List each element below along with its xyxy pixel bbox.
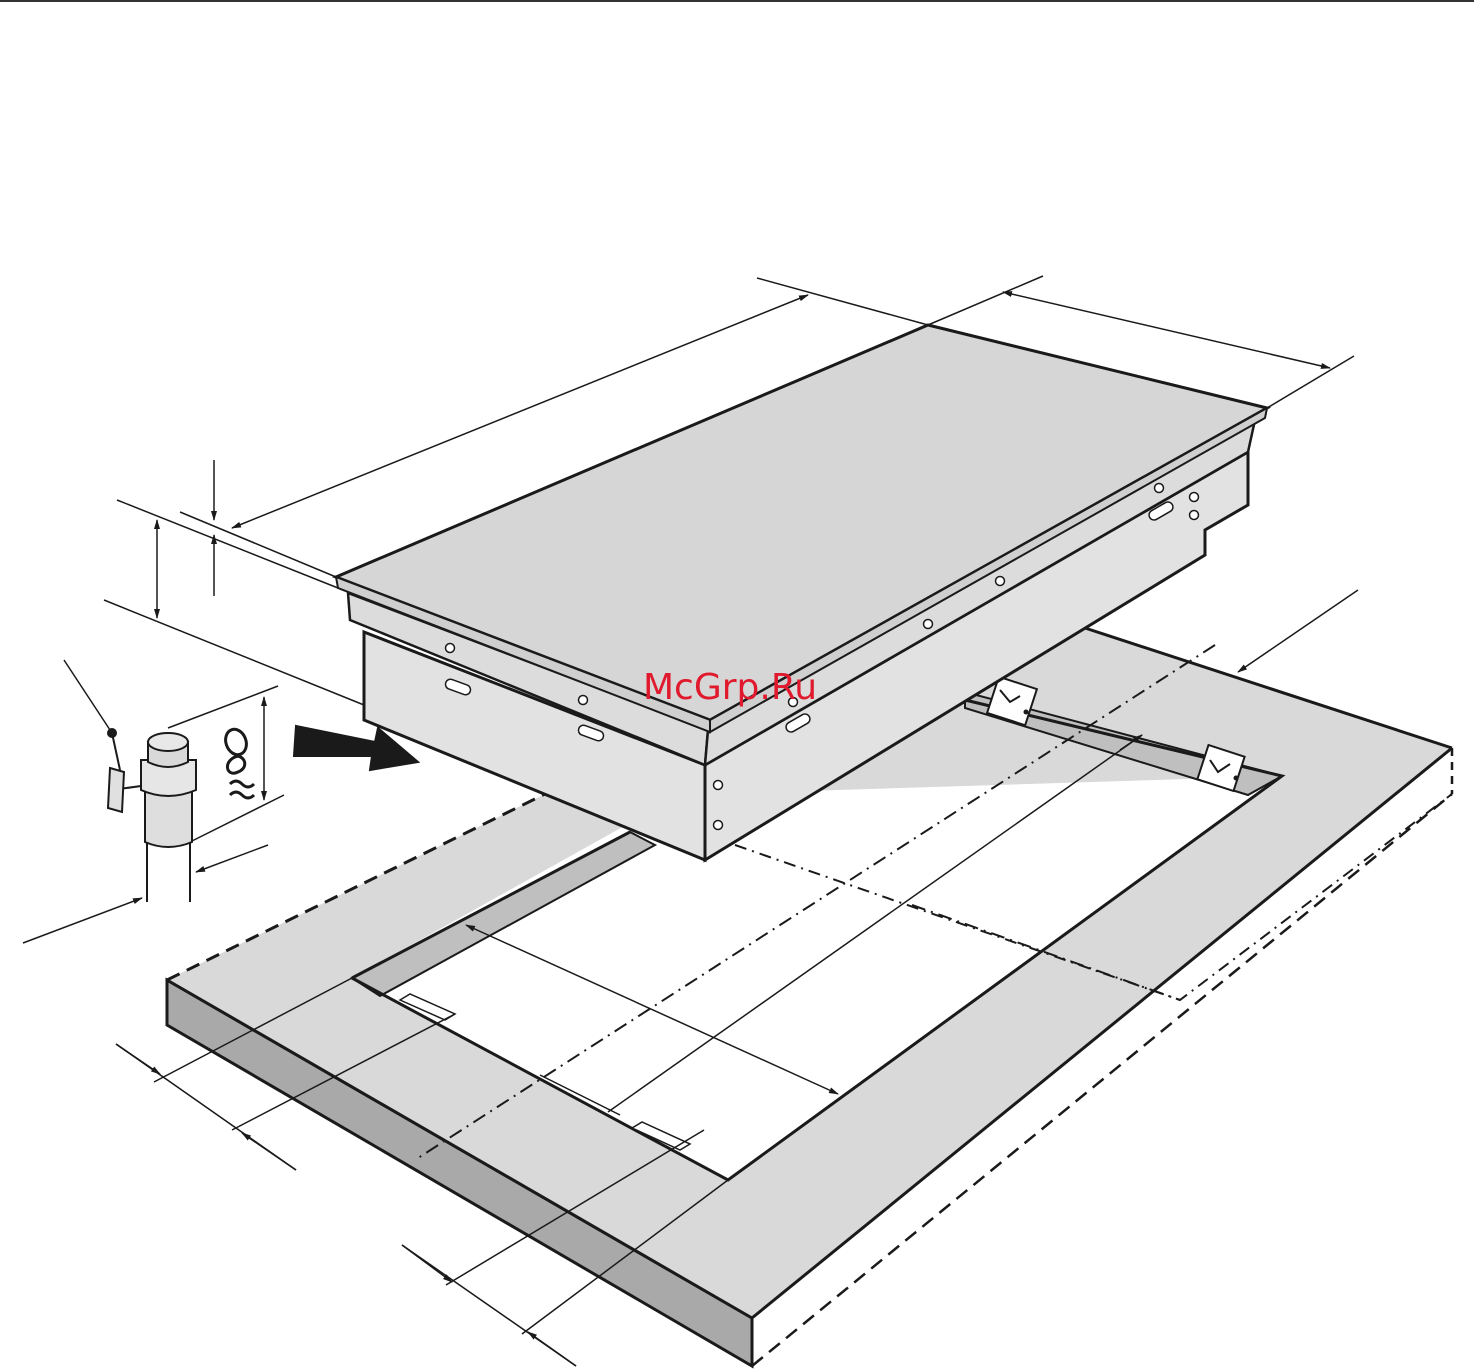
top-rule [0, 0, 1474, 2]
insert-direction-arrow-icon [292, 724, 421, 772]
worktop-top-surface [167, 628, 1452, 1318]
watermark-text: McGrp.Ru [643, 667, 817, 708]
fixing-clip-front-right [630, 1121, 692, 1151]
gas-valve-icon [106, 728, 197, 902]
gas-flame-symbol-icon [224, 727, 256, 800]
fixing-clip-back-left [985, 675, 1039, 727]
fixing-clip-back-right [1196, 743, 1246, 793]
